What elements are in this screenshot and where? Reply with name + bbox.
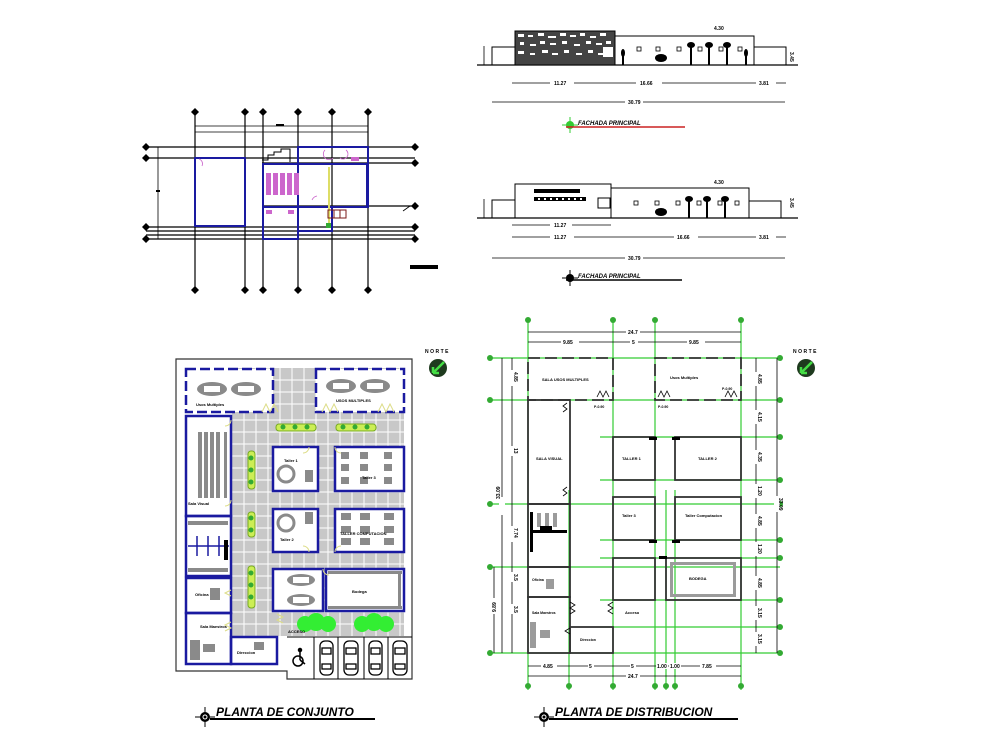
- dim-left-2: 13: [512, 448, 518, 454]
- north-label: NORTE: [425, 349, 450, 355]
- dim-right-4: 1.20: [756, 486, 762, 496]
- door-tag: P-0.90: [658, 405, 668, 409]
- room-label-taller-3: Taller 3: [622, 513, 636, 518]
- room-label-sala-usos-multiples: SALA USOS MULTIPLES: [542, 377, 589, 382]
- room-label-sala-visual: SALA VISUAL: [536, 456, 563, 461]
- dim-right-9: 3.15: [756, 634, 762, 644]
- dim-top-3: 9.85: [689, 340, 699, 346]
- dim-right-total: 33.09: [777, 498, 783, 511]
- planta-conjunto-title-block: PLANTA DE CONJUNTO: [195, 705, 375, 727]
- roof-level-mark: 4.30: [714, 180, 724, 186]
- room-label-taller-3: Taller 3: [362, 475, 376, 480]
- elevation-bottom: 4.30 3.45 11.27 11.27 16.66 3.81 30.79 F…: [477, 180, 798, 286]
- dim-right-6: 1.20: [756, 544, 762, 554]
- small-floor-plan: [142, 108, 438, 294]
- dim-right-1: 4.85: [756, 374, 762, 384]
- dim-middle: 16.66: [640, 81, 653, 87]
- room-label-sala-visual: Sala Visual: [188, 501, 209, 506]
- room-label-taller-2: Taller 2: [280, 537, 294, 542]
- dim-bottom-3: 5: [631, 664, 634, 670]
- dim-left-5: 3.5: [512, 606, 518, 613]
- dim-top-total: 24.7: [628, 330, 638, 336]
- dim-right: 3.81: [759, 235, 769, 241]
- dim-total: 30.79: [628, 256, 641, 262]
- room-label-sala-maestros: Sala Maestros: [200, 624, 228, 629]
- planta-distribucion-title-block: PLANTA DE DISTRIBUCION: [534, 705, 738, 727]
- room-label-bodega: BODEGA: [689, 576, 707, 581]
- north-label: NORTE: [793, 349, 818, 355]
- dim-left-3: 7.74: [512, 528, 518, 538]
- door-tag: P-0.90: [594, 405, 604, 409]
- room-label-usos-multiples: Usos Multiples: [196, 402, 225, 407]
- north-arrow-icon: NORTE: [425, 349, 450, 377]
- dim-left-total: 33.09: [496, 486, 502, 499]
- height-dim: 3.45: [788, 52, 794, 62]
- room-label-oficina: Oficina: [532, 578, 544, 582]
- dim-right-5: 4.85: [756, 516, 762, 526]
- dim-right-2: 4.15: [756, 412, 762, 422]
- dim-top-2: 5: [632, 340, 635, 346]
- elevation-title-marker: FACHADA PRINCIPAL: [562, 117, 685, 133]
- room-label-usos-multiples: Usos Multiples: [670, 375, 699, 380]
- dim-bottom-4: 1.00: [657, 664, 667, 670]
- room-label-taller-2: TALLER 2: [698, 456, 718, 461]
- dim-right: 3.81: [759, 81, 769, 87]
- dim-middle: 16.66: [677, 235, 690, 241]
- dim-bottom-6: 7.85: [702, 664, 712, 670]
- room-label-direccion: Direccion: [237, 650, 256, 655]
- room-label-bodega: Bodega: [352, 589, 367, 594]
- planta-conjunto: Usos Multiples USOS MULTIPLES Taller 1 T…: [175, 349, 450, 727]
- shrubs: [297, 613, 394, 632]
- elevation-top: 4.30 3.45 11.27 16.66 3.81 30.79 FACHADA…: [477, 26, 798, 133]
- elevation-title: FACHADA PRINCIPAL: [578, 121, 641, 127]
- dim-right-3: 4.35: [756, 452, 762, 462]
- dim-top-1: 9.85: [563, 340, 573, 346]
- dim-left-4: 3.5: [512, 574, 518, 581]
- dim-left-subtotal: 9.89: [492, 602, 498, 612]
- room-label-direccion: Direccion: [580, 638, 596, 642]
- dim-bottom-2: 5: [589, 664, 592, 670]
- dim-left-1: 4.85: [512, 372, 518, 382]
- room-label-sala-maestros: Sala Maestros: [532, 611, 556, 615]
- dim-right-8: 3.15: [756, 608, 762, 618]
- dim-bottom-1: 4.85: [543, 664, 553, 670]
- car-icons: [319, 640, 408, 676]
- elevation-title-marker: FACHADA PRINCIPAL: [562, 270, 682, 286]
- dim-upper: 11.27: [554, 223, 566, 229]
- north-arrow-icon: NORTE: [793, 349, 818, 377]
- room-label-taller-computacion: Taller Computacion: [685, 513, 723, 518]
- room-label-oficina: Oficina: [195, 592, 209, 597]
- planta-distribucion-title: PLANTA DE DISTRIBUCION: [555, 705, 713, 719]
- room-label-acceso: Acceso: [625, 610, 640, 615]
- room-label-taller-computacion: TALLER COMPUTACION: [340, 531, 387, 536]
- parking-area: [287, 636, 412, 679]
- dim-bottom-5: 1.00: [670, 664, 680, 670]
- dim-bottom-total: 24.7: [628, 674, 638, 680]
- dim-total: 30.79: [628, 100, 641, 106]
- wheelchair-icon: [292, 647, 306, 667]
- room-label-taller-1: Taller 1: [284, 458, 298, 463]
- planta-distribucion: P-0.90 P-0.90 P-0.90 SALA USOS MULTIPLES…: [487, 317, 818, 727]
- room-label-taller-1: TALLER 1: [622, 456, 642, 461]
- height-dim: 3.45: [788, 198, 794, 208]
- room-label-acceso: ACCESO: [288, 629, 305, 634]
- roof-level-mark: 4.30: [714, 26, 724, 32]
- room-label-sala-usos-multiples: USOS MULTIPLES: [336, 398, 371, 403]
- planta-conjunto-title: PLANTA DE CONJUNTO: [216, 705, 354, 719]
- elevation-title: FACHADA PRINCIPAL: [578, 274, 641, 280]
- dim-left: 11.27: [554, 81, 566, 87]
- dim-left: 11.27: [554, 235, 566, 241]
- door-tag: P-0.90: [722, 387, 732, 391]
- dim-right-7: 4.85: [756, 578, 762, 588]
